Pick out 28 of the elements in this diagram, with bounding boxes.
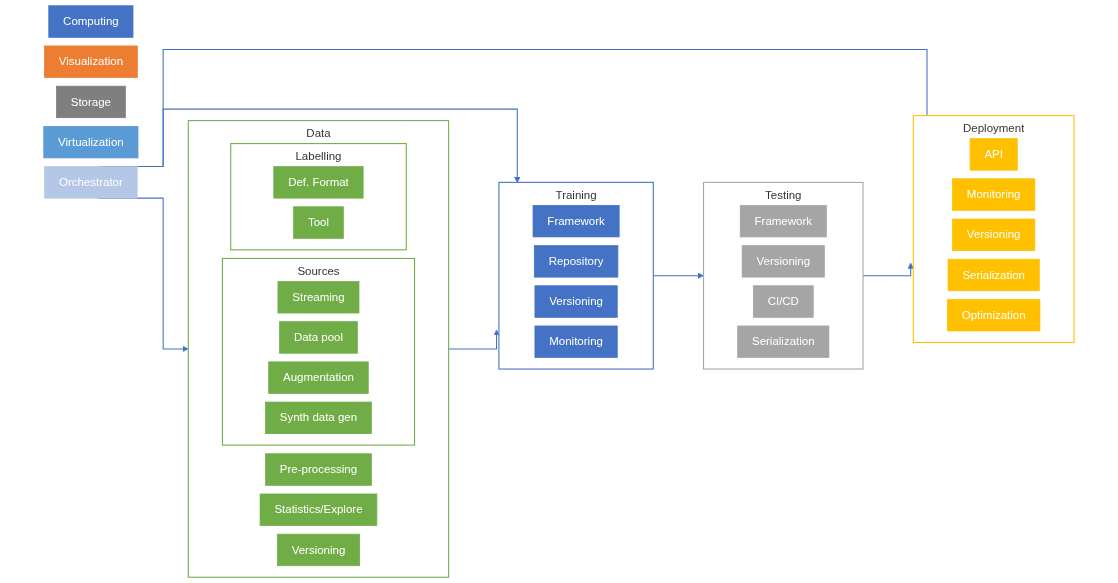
node-box: Storage <box>56 85 126 119</box>
node-box: Statistics/Explore <box>259 493 378 526</box>
node-box: Versioning <box>952 218 1036 251</box>
node-box: Framework <box>532 205 620 238</box>
node-box: Def. Format <box>273 166 364 199</box>
node-box: Streaming <box>277 281 360 314</box>
node-box: Versioning <box>534 285 618 318</box>
node-box: Versioning <box>741 245 825 278</box>
node-box: Monitoring <box>534 325 618 358</box>
node-box: Tool <box>293 206 344 239</box>
node-box: Computing <box>48 5 134 38</box>
node-box: Synth data gen <box>265 401 372 434</box>
node-box: Serialization <box>737 325 830 358</box>
node-box: Versioning <box>277 533 361 567</box>
arrow <box>448 329 500 350</box>
node-box: CI/CD <box>753 285 814 318</box>
node-box: Monitoring <box>952 178 1036 211</box>
node-box: Repository <box>534 245 619 278</box>
node-box: Pre-processing <box>265 453 372 486</box>
node-box: Visualization <box>44 45 138 78</box>
node-box: API <box>969 138 1018 171</box>
node-box: Optimization <box>947 299 1041 332</box>
node-box: Serialization <box>947 258 1040 292</box>
node-box: Virtualization <box>43 126 139 159</box>
node-box: Augmentation <box>268 361 369 394</box>
node-box: Orchestrator <box>44 166 138 199</box>
node-box: Data pool <box>279 321 358 354</box>
node-box: Framework <box>739 205 827 238</box>
